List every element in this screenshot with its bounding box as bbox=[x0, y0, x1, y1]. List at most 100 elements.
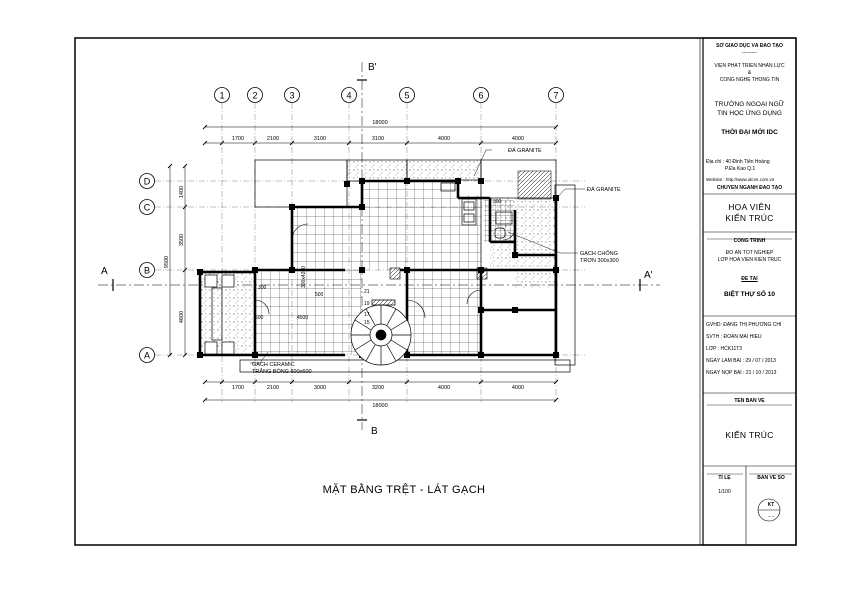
grid-bubble-7 bbox=[548, 87, 564, 103]
tb-sheet-name-label: TÊN BẢN VẼ bbox=[734, 398, 765, 404]
note-500-a: 500 bbox=[315, 292, 324, 298]
note-granite-2: ĐÁ GRANITE bbox=[587, 186, 621, 193]
tb-inst-2: CÔNG NGHỆ THÔNG TIN bbox=[719, 77, 780, 83]
tb-topic-label: ĐỀ TÀI bbox=[741, 276, 758, 282]
grid-label-C: C bbox=[144, 203, 151, 213]
stair-step-21: 21 bbox=[364, 289, 370, 295]
dim-bottom-3: 3000 bbox=[314, 385, 326, 391]
tb-inst-amp: & bbox=[747, 70, 752, 76]
grid-bubble-5 bbox=[399, 87, 415, 103]
grid-label-B: B bbox=[144, 266, 150, 276]
grid-bubble-D bbox=[139, 173, 155, 189]
grid-label-5: 5 bbox=[404, 91, 409, 101]
grid-bubble-2 bbox=[247, 87, 263, 103]
grid-label-A: A bbox=[144, 351, 150, 361]
grid-row-bubbles bbox=[139, 173, 155, 363]
stair-step-15: 15 bbox=[364, 320, 370, 326]
tb-major-2: KIẾN TRÚC bbox=[725, 213, 774, 223]
dim-left-3: 4600 bbox=[179, 311, 185, 323]
dim-left-2: 3500 bbox=[179, 234, 185, 246]
dim-bottom-total: 18000 bbox=[372, 403, 387, 409]
stair-step-17: 17 bbox=[364, 312, 370, 318]
grid-bubble-1 bbox=[214, 87, 230, 103]
grid-bubble-4 bbox=[341, 87, 357, 103]
title-block-lines bbox=[703, 193, 796, 545]
tb-sheet-no-label: BẢN VẼ SỐ bbox=[757, 475, 785, 481]
section-b-bottom: B bbox=[371, 426, 378, 437]
grid-label-3: 3 bbox=[289, 91, 294, 101]
tb-sheet-no: KT bbox=[767, 502, 775, 508]
tb-project-2: LỚP HỌA VIÊN KIẾN TRÚC bbox=[717, 257, 782, 263]
section-b-top: B' bbox=[368, 62, 377, 73]
grid-bubble-A bbox=[139, 347, 155, 363]
grid-bubble-3 bbox=[284, 87, 300, 103]
tb-project-label: CÔNG TRÌNH bbox=[733, 238, 766, 244]
floor-plan: 1 2 3 4 5 6 7 D C B A B' B bbox=[98, 62, 660, 496]
title-block: SỞ GIÁO DỤC VÀ ĐÀO TẠO --------- VIỆN PH… bbox=[703, 38, 796, 545]
dim-bottom-1: 1700 bbox=[232, 385, 244, 391]
tb-address-1: Địa chỉ : 40 Đinh Tiên Hoàng bbox=[706, 159, 770, 165]
tb-svth: SVTH : ĐOÀN MAI HIẾU bbox=[706, 334, 762, 340]
dim-left-1: 1400 bbox=[179, 186, 185, 198]
tb-topic: BIỆT THỰ SỐ 10 bbox=[724, 291, 775, 298]
spiral-stair bbox=[350, 299, 412, 366]
tb-school-1: TRƯỜNG NGOẠI NGỮ bbox=[714, 101, 785, 108]
grid-label-2: 2 bbox=[252, 91, 257, 101]
dim-top-6: 4000 bbox=[512, 136, 524, 142]
note-300-b: 300 bbox=[258, 285, 267, 291]
tb-major-label: CHUYÊN NGÀNH ĐÀO TẠO bbox=[716, 185, 783, 191]
dim-top-1: 1700 bbox=[232, 136, 244, 142]
grid-label-1: 1 bbox=[219, 91, 224, 101]
dim-top-4: 3100 bbox=[372, 136, 384, 142]
tb-org-line: --------- bbox=[742, 50, 757, 56]
note-ceramic-1: GẠCH CERAMIC bbox=[252, 362, 295, 368]
grid-label-D: D bbox=[144, 177, 151, 187]
dim-top-total: 18000 bbox=[372, 120, 387, 126]
tb-major-1: HỌA VIÊN bbox=[728, 202, 771, 212]
note-ceramic-2: TRẮNG BÓNG 600x600 bbox=[252, 367, 312, 375]
tb-ngay-lam: NGÀY LÀM BÀI : 29 / 07 / 2013 bbox=[706, 358, 776, 364]
note-300-a: 300 bbox=[493, 199, 502, 205]
tb-org: SỞ GIÁO DỤC VÀ ĐÀO TẠO bbox=[716, 43, 783, 49]
note-anti-slip-2: TRƠN 300x300 bbox=[580, 258, 619, 264]
grid-label-6: 6 bbox=[478, 91, 483, 101]
dim-bottom-5: 4000 bbox=[438, 385, 450, 391]
dim-top-3: 3100 bbox=[314, 136, 326, 142]
tb-address-2: P.Đa Kao Q.1 bbox=[725, 166, 756, 172]
tb-sheet-no-dots: ..... bbox=[767, 513, 775, 519]
tb-lop: LỚP : HCK11T3 bbox=[706, 346, 743, 352]
dim-bottom-2: 2100 bbox=[267, 385, 279, 391]
grid-bubble-C bbox=[139, 199, 155, 215]
grid-bubble-B bbox=[139, 262, 155, 278]
title-block-frame bbox=[702, 37, 797, 546]
dim-bottom-6: 4000 bbox=[512, 385, 524, 391]
tb-school-brand: THỜI ĐẠI MỚI IDC bbox=[721, 129, 778, 136]
note-anti-slip-1: GẠCH CHỐNG bbox=[580, 250, 618, 257]
dim-bottom-4: 3200 bbox=[372, 385, 384, 391]
tb-website: Website : http://www.idcvn.com.vn bbox=[706, 177, 775, 182]
section-a-left: A bbox=[101, 266, 108, 277]
grid-label-4: 4 bbox=[346, 91, 351, 101]
stair-step-19: 19 bbox=[364, 301, 370, 307]
tb-school-2: TIN HỌC ỨNG DỤNG bbox=[717, 110, 782, 117]
note-4500: 4500 bbox=[297, 315, 308, 321]
note-granite-1: ĐÁ GRANITE bbox=[508, 147, 542, 154]
tb-sheet-name: KIẾN TRÚC bbox=[725, 430, 774, 440]
section-a-right: A' bbox=[644, 270, 653, 281]
grid-label-7: 7 bbox=[553, 91, 558, 101]
dim-top-2: 2100 bbox=[267, 136, 279, 142]
tb-ngay-nop: NGÀY NỘP BÀI : 21 / 10 / 2013 bbox=[706, 370, 777, 376]
dim-top-5: 4000 bbox=[438, 136, 450, 142]
tb-gvhd: GVHD: ĐẶNG THỊ PHƯƠNG CHI bbox=[706, 322, 782, 328]
tb-scale: 1/100 bbox=[718, 489, 731, 495]
dim-left-total: 9500 bbox=[164, 256, 170, 268]
note-4200: 300x4200 bbox=[301, 266, 307, 288]
tb-inst-1: VIỆN PHÁT TRIỂN NHÂN LỰC bbox=[714, 63, 785, 69]
tb-scale-label: TỈ LỆ bbox=[718, 475, 731, 481]
grid-column-bubbles bbox=[214, 87, 564, 103]
note-500-b: 500 bbox=[255, 315, 264, 321]
grid-bubble-6 bbox=[473, 87, 489, 103]
drawing-title: MẶT BẰNG TRỆT - LÁT GẠCH bbox=[323, 483, 486, 496]
tb-project-1: ĐỒ ÁN TỐT NGHIỆP bbox=[725, 250, 774, 256]
